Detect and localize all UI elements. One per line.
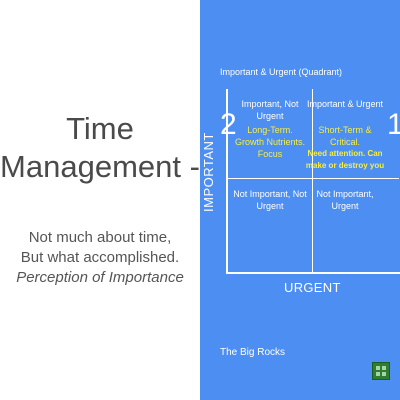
axis-label-important: IMPORTANT (201, 132, 216, 212)
grid-icon[interactable] (372, 362, 390, 380)
axis-urgent (226, 272, 400, 274)
left-panel: Time Management - Not much about time, B… (0, 110, 200, 288)
footer-label: The Big Rocks (220, 347, 286, 358)
quadrant-title: Urgent (256, 111, 284, 121)
grid-divider-horizontal (227, 178, 399, 179)
quadrant-title: Important, Not (241, 99, 299, 109)
quadrant-note: Long-Term. (247, 125, 293, 135)
axis-label-urgent: URGENT (284, 280, 341, 295)
subtitle-line-italic: Perception of Importance (16, 269, 184, 286)
quadrant-grid (227, 89, 399, 272)
title-line: Time (66, 111, 134, 146)
quadrant-title: Not Important, Not (233, 189, 307, 199)
quadrant-title: Not Important, (316, 189, 374, 199)
quadrant-title: Urgent (256, 201, 284, 211)
quadrant-note: make or destroy you (305, 161, 385, 170)
right-panel: Important & Urgent (Quadrant) 2 1 Import… (200, 0, 400, 400)
quadrant-note: Need attention. Can (307, 149, 383, 158)
quadrant-important-not-urgent: Important, Not Urgent Long-Term. Growth … (230, 98, 310, 160)
quadrant-number-1: 1 (387, 108, 400, 141)
quadrant-note: Growth Nutrients. (234, 137, 306, 147)
quadrant-important-urgent: Important & Urgent Short-Term & Critical… (304, 98, 386, 172)
quadrant-number-2: 2 (220, 108, 237, 141)
title-line: Management - (0, 149, 200, 184)
quadrant-note: Focus (257, 149, 283, 159)
page-title: Time Management - (0, 110, 200, 186)
quadrant-not-important-not-urgent: Not Important, Not Urgent (230, 188, 310, 212)
quadrant-title: Important & Urgent (306, 99, 384, 109)
grid-divider-vertical (312, 89, 313, 272)
axis-important (226, 89, 228, 274)
quadrant-not-important-urgent: Not Important, Urgent (304, 188, 386, 212)
quadrant-title: Urgent (331, 201, 359, 211)
subtitle: Not much about time, But what accomplish… (0, 228, 200, 288)
quadrant-heading: Important & Urgent (Quadrant) (220, 67, 343, 77)
quadrant-note: Short-Term & Critical. (318, 125, 372, 147)
subtitle-line: Not much about time, (28, 229, 172, 246)
subtitle-line: But what accomplished. (20, 249, 180, 266)
